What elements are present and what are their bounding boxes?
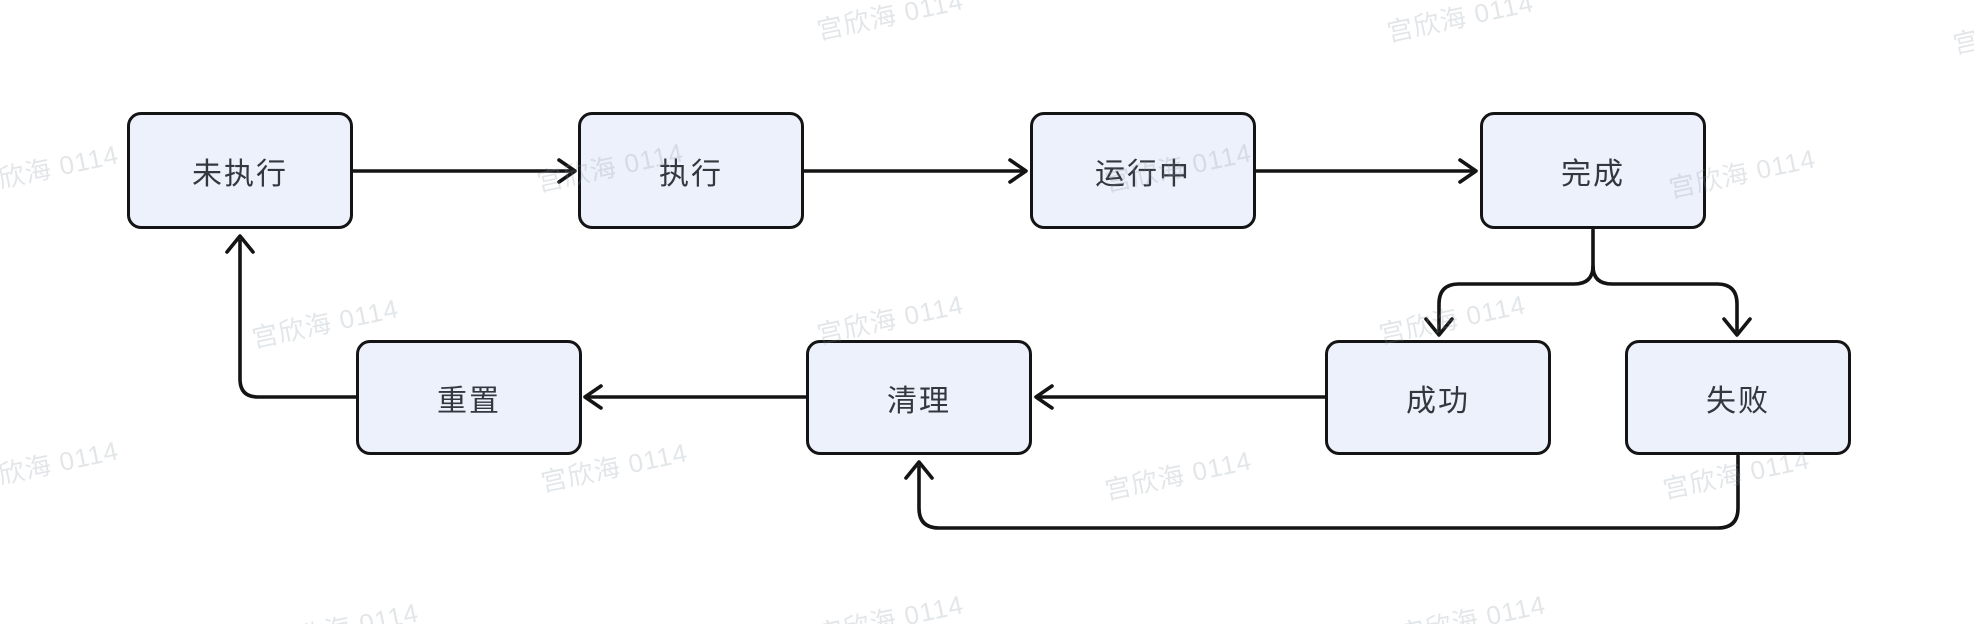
node-failure[interactable]: 失败 [1625,340,1851,455]
edge-complete-success [1424,228,1595,337]
node-success-label: 成功 [1406,384,1470,418]
node-pending[interactable]: 未执行 [127,112,353,229]
edge-running-complete [1254,158,1478,184]
edge-cleanup-reset [583,384,808,410]
node-pending-label: 未执行 [192,157,288,191]
node-cleanup-label: 清理 [887,384,951,418]
edge-pending-execute [351,158,577,184]
edge-failure-cleanup [904,454,1740,530]
node-complete-label: 完成 [1561,157,1625,191]
node-reset-label: 重置 [437,384,501,418]
node-running[interactable]: 运行中 [1030,112,1256,229]
node-execute-label: 执行 [659,157,723,191]
edge-reset-pending [225,234,358,399]
edge-execute-running [802,158,1028,184]
node-success[interactable]: 成功 [1325,340,1551,455]
edge-complete-failure [1591,264,1752,337]
edge-success-cleanup [1034,384,1327,410]
node-running-label: 运行中 [1095,157,1191,191]
node-complete[interactable]: 完成 [1480,112,1706,229]
node-reset[interactable]: 重置 [356,340,582,455]
node-failure-label: 失败 [1706,384,1770,418]
node-execute[interactable]: 执行 [578,112,804,229]
node-cleanup[interactable]: 清理 [806,340,1032,455]
